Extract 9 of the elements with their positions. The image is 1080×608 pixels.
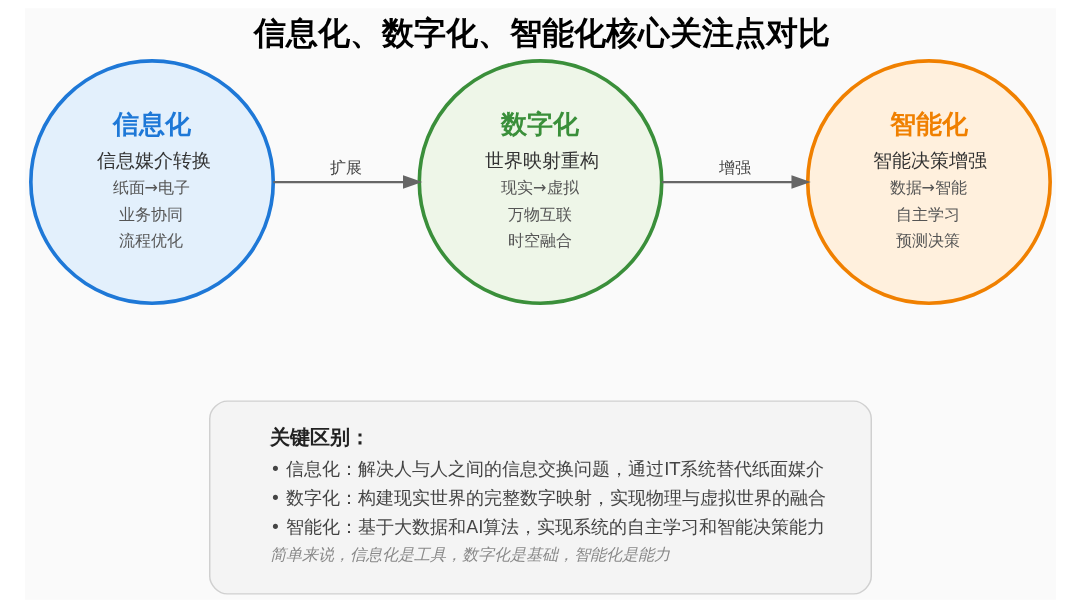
node-box: 关键区别： • 信息化：解决人与人之间的信息交换问题，通过IT系统替代纸面媒介 • 数字化：构建现实世界的完整数字映射，实现物理与虚拟世界的融合 • 智能化：基于大数据和AI算法，实现系统的自主学习和智能决策能力 简单来说，信息化是工具，数字化是基础，智能化是能力 — [208, 400, 872, 595]
arrow — [661, 175, 811, 189]
node-circle: 数字化 世界映射重构 现实→虚拟 万物互联 时空融合 — [416, 59, 664, 306]
edge-label: 增强 — [718, 158, 751, 178]
edge-label: 扩展 — [329, 158, 362, 178]
node-circle: 智能化 智能决策增强 数据→智能 自主学习 预测决策 — [805, 59, 1052, 306]
diagram-title: 信息化、数字化、智能化核心关注点对比 — [253, 14, 830, 53]
arrow — [272, 175, 422, 189]
node-circle: 信息化 信息媒介转换 纸面→电子 业务协同 流程优化 — [28, 59, 275, 306]
